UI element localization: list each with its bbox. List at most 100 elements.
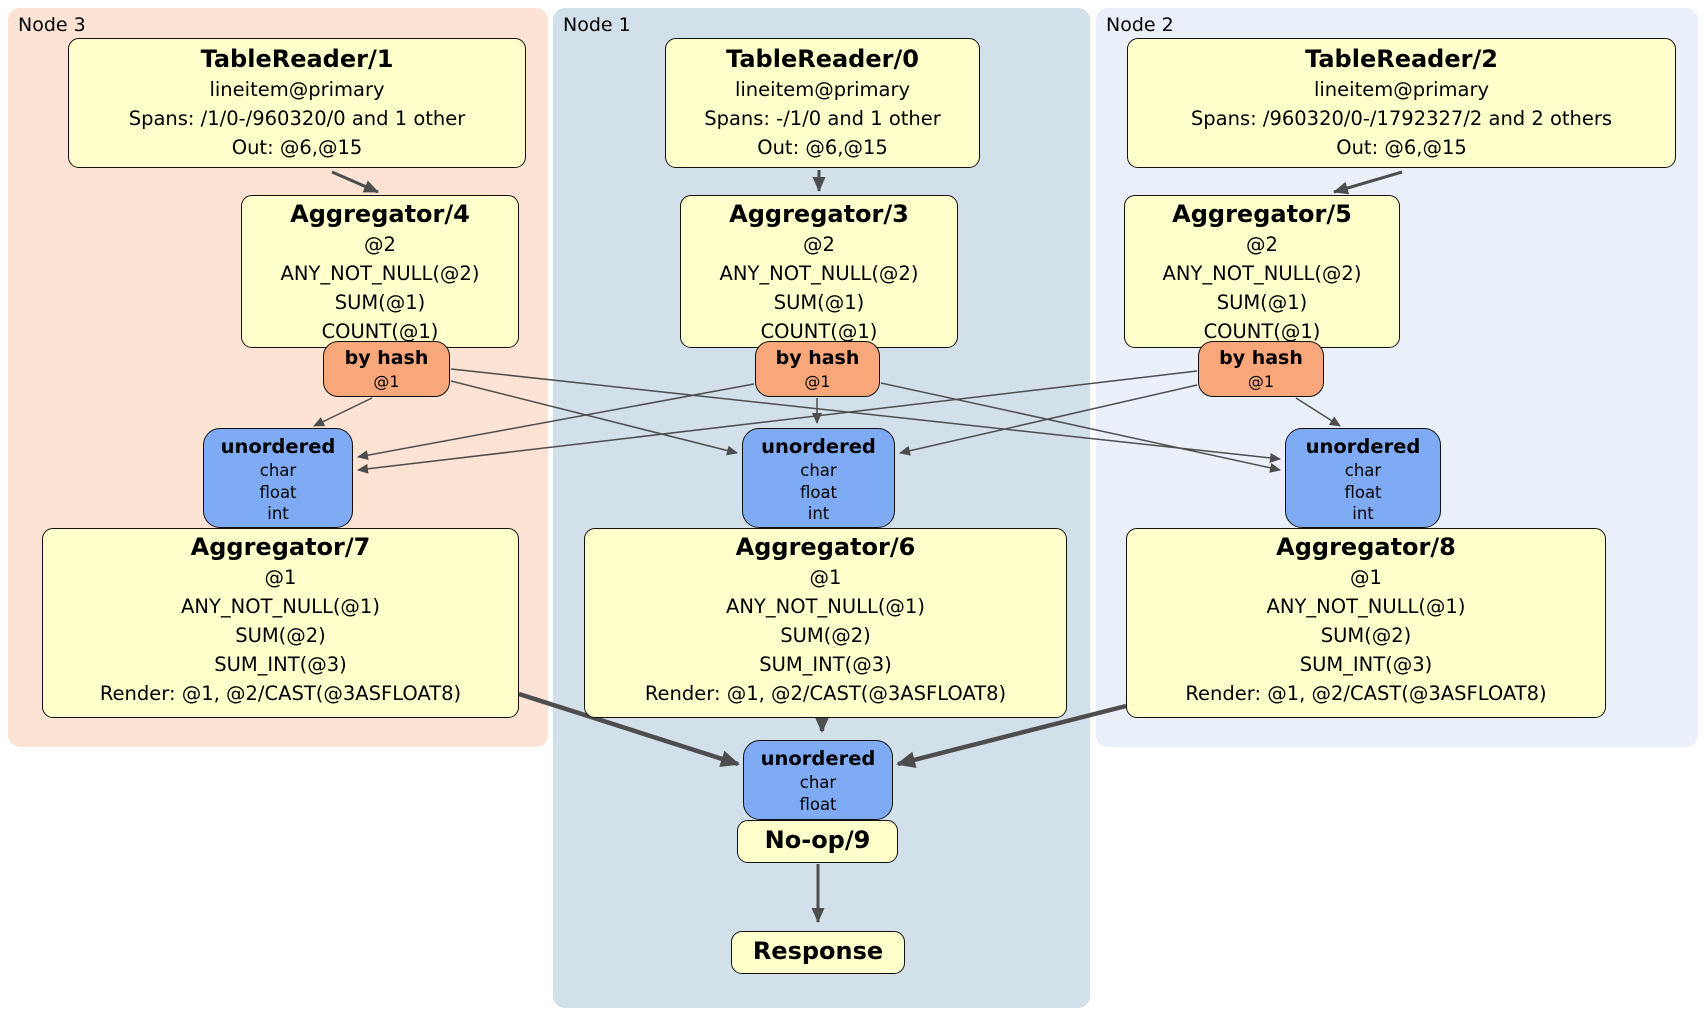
box-line: Render: @1, @2/CAST(@3ASFLOAT8): [1185, 682, 1547, 705]
router-column: @1: [373, 372, 400, 391]
sync-columns: char float int: [743, 460, 894, 525]
edge-bh5-u1: [899, 384, 1198, 456]
sync-title: unordered: [761, 435, 876, 458]
box-line: SUM_INT(@3): [759, 653, 892, 676]
box-line: Render: @1, @2/CAST(@3ASFLOAT8): [644, 682, 1007, 705]
box-line: ANY_NOT_NULL(@1): [1266, 595, 1466, 618]
box-line: @1: [264, 566, 297, 589]
box-title: Response: [752, 937, 884, 965]
box-line: Spans: /960320/0-/1792327/2 and 2 others: [1190, 107, 1613, 130]
box-line: COUNT(@1): [321, 320, 439, 343]
box-line: Out: @6,@15: [757, 136, 888, 159]
node2-label: Node 2: [1106, 14, 1174, 36]
box-line: int: [1352, 504, 1374, 523]
box-title: Aggregator/4: [290, 200, 470, 228]
edge-bh3-u3: [357, 383, 755, 461]
edge-bh4-u3: [313, 397, 373, 427]
box-line: Spans: /1/0-/960320/0 and 1 other: [128, 107, 466, 130]
box-line: SUM_INT(@3): [1299, 653, 1433, 676]
box-line: SUM(@1): [334, 291, 426, 314]
box-line: char: [799, 773, 837, 792]
unordered-sync-node1: unordered char float int: [742, 428, 895, 528]
box-line: Spans: -/1/0 and 1 other: [704, 107, 941, 130]
edge-bh3-u2: [880, 382, 1281, 473]
noop-9-box: No-op/9: [737, 820, 898, 863]
edge-tr1-agg4: [331, 170, 379, 194]
box-line: float: [1344, 482, 1382, 502]
sync-columns: char float int: [1286, 460, 1440, 525]
box-line: Out: @6,@15: [1336, 136, 1467, 159]
box-line: float: [799, 482, 838, 502]
box-line: lineitem@primary: [734, 78, 911, 101]
box-line: @2: [803, 233, 835, 256]
hash-router-node1: by hash @1: [755, 341, 880, 397]
box-line: ANY_NOT_NULL(@2): [1162, 262, 1362, 285]
box-line: @2: [1246, 233, 1278, 256]
router-column: @1: [1247, 372, 1275, 391]
box-line: int: [807, 504, 830, 523]
box-line: @2: [364, 233, 396, 256]
box-line: SUM(@2): [1320, 624, 1412, 647]
sync-columns: char float int: [204, 460, 352, 525]
sync-title: unordered: [220, 435, 336, 458]
box-line: Out: @6,@15: [231, 136, 363, 159]
edge-tr2-agg5: [1333, 170, 1403, 195]
box-title: TableReader/1: [200, 45, 394, 73]
box-title: TableReader/2: [1305, 45, 1498, 73]
box-title: No-op/9: [764, 826, 871, 854]
box-line: SUM(@1): [773, 291, 865, 314]
unordered-sync-node3: unordered char float int: [203, 428, 353, 528]
hash-router-node3: by hash @1: [323, 341, 450, 397]
edge-bh5-u3: [357, 370, 1198, 474]
box-line: char: [259, 461, 297, 480]
node3-label: Node 3: [18, 14, 86, 36]
router-title: by hash: [344, 347, 429, 369]
box-line: Render: @1, @2/CAST(@3ASFLOAT8): [99, 682, 462, 705]
box-line: ANY_NOT_NULL(@1): [726, 595, 925, 618]
box-line: ANY_NOT_NULL(@1): [181, 595, 380, 618]
box-line: SUM(@2): [780, 624, 871, 647]
box-line: float: [259, 482, 297, 502]
router-title: by hash: [1219, 347, 1303, 369]
node1-label: Node 1: [563, 14, 631, 36]
box-line: SUM_INT(@3): [214, 653, 347, 676]
hash-router-node2: by hash @1: [1198, 341, 1324, 397]
box-line: COUNT(@1): [760, 320, 878, 343]
unordered-sync-node2: unordered char float int: [1285, 428, 1441, 528]
edge-bh4-u1: [450, 380, 738, 456]
router-title: by hash: [775, 347, 860, 369]
box-line: ANY_NOT_NULL(@2): [280, 262, 480, 285]
box-line: char: [800, 461, 837, 480]
box-line: char: [1344, 461, 1382, 480]
edge-agg8-uf: [896, 703, 1127, 769]
box-line: COUNT(@1): [1203, 320, 1321, 343]
box-line: @1: [809, 566, 842, 589]
response-box: Response: [731, 931, 905, 974]
box-line: int: [267, 504, 289, 523]
box-line: @1: [1350, 566, 1382, 589]
sync-title: unordered: [1305, 435, 1421, 458]
edge-bh5-u2: [1295, 397, 1341, 427]
sync-title: unordered: [760, 747, 876, 770]
box-title: Aggregator/8: [1276, 533, 1456, 561]
edge-bh4-u2: [450, 368, 1281, 463]
router-column: @1: [804, 372, 831, 391]
